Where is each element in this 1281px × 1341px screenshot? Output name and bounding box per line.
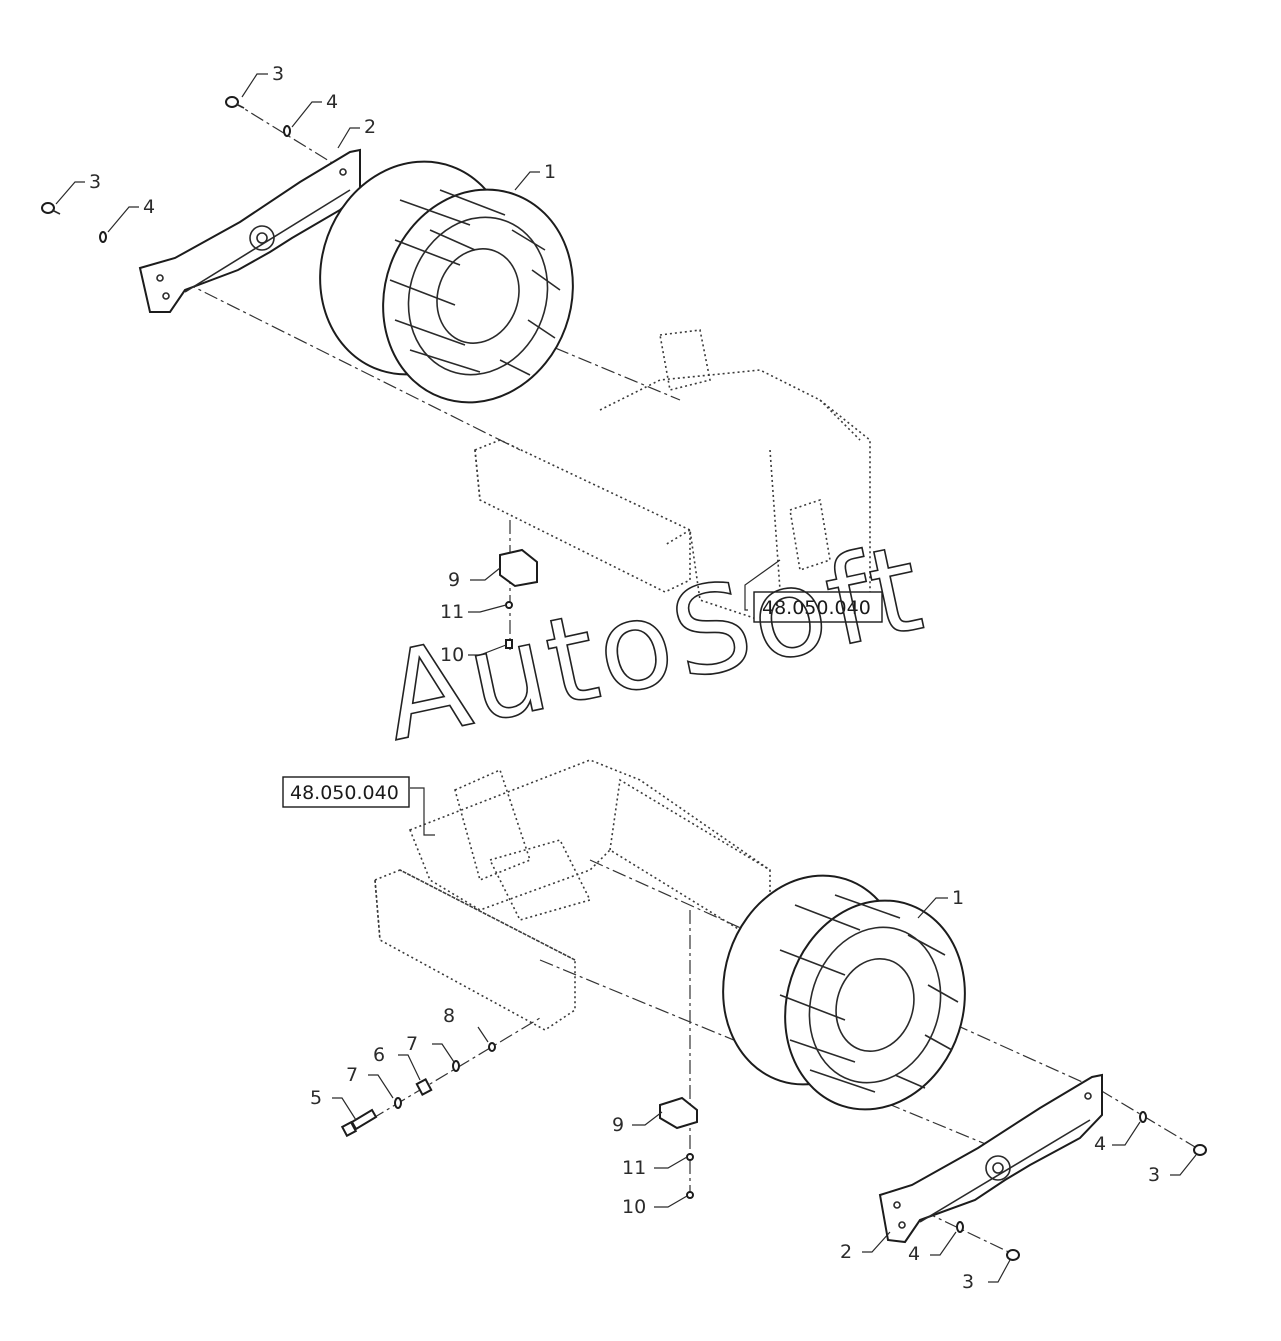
callout-bottom-10: 10 <box>622 1196 646 1218</box>
callout-bottom-3-lower: 3 <box>962 1271 974 1293</box>
top-washer-lower <box>99 231 107 243</box>
bottom-part-11 <box>686 1153 694 1161</box>
bottom-nut-8 <box>488 1042 496 1052</box>
top-washer-upper <box>283 125 291 137</box>
top-bolt-lower <box>41 202 61 215</box>
reference-label-bottom: 48.050.040 <box>290 782 399 804</box>
callout-bottom-8: 8 <box>443 1005 455 1027</box>
watermark-text: AutoSoft <box>372 519 936 769</box>
bottom-washer-7a <box>394 1097 402 1109</box>
bottom-part-10 <box>686 1191 694 1199</box>
bottom-washer-4b <box>956 1221 964 1233</box>
top-chassis-ghost <box>474 329 871 621</box>
callout-top-4-lower: 4 <box>143 196 155 218</box>
callout-bottom-4-right: 4 <box>1094 1133 1106 1155</box>
callout-bottom-3-right: 3 <box>1148 1164 1160 1186</box>
reference-box-top[interactable]: 48.050.040 <box>753 591 883 623</box>
bottom-axis-line <box>539 959 1001 1151</box>
top-assembly <box>41 96 871 650</box>
bottom-bolt-axis <box>349 1017 541 1133</box>
callout-bottom-5: 5 <box>310 1087 322 1109</box>
bottom-hardware-axis-upper <box>1099 1089 1201 1151</box>
callout-top-1: 1 <box>544 161 556 183</box>
reference-label-top: 48.050.040 <box>762 597 871 619</box>
bottom-bolt-3a <box>1193 1144 1207 1156</box>
callout-bottom-7-left: 7 <box>346 1064 358 1086</box>
callout-bottom-4-lower: 4 <box>908 1243 920 1265</box>
top-wheel <box>319 160 574 404</box>
top-part-10 <box>505 639 513 649</box>
callout-top-3-lower: 3 <box>89 171 101 193</box>
callout-bottom-6: 6 <box>373 1044 385 1066</box>
callout-bottom-11: 11 <box>622 1157 646 1179</box>
callout-bottom-7-right: 7 <box>406 1033 418 1055</box>
bottom-washer-7b <box>452 1060 460 1072</box>
bottom-assembly <box>340 759 1207 1261</box>
bottom-chassis-ghost <box>374 759 771 1031</box>
bottom-washer-4a <box>1139 1111 1147 1123</box>
callout-labels: 3 4 2 3 4 1 9 11 10 1 8 7 6 7 5 9 11 10 … <box>89 63 1160 1293</box>
top-bolt-upper <box>225 96 245 109</box>
callout-top-11: 11 <box>440 601 464 623</box>
bottom-sensor-9 <box>659 1096 698 1130</box>
callout-top-3-upper: 3 <box>272 63 284 85</box>
leader-lines <box>55 73 1197 1283</box>
callout-bottom-9: 9 <box>612 1114 624 1136</box>
callout-top-10: 10 <box>440 644 464 666</box>
top-sensor-9 <box>499 548 538 588</box>
bottom-wheel <box>722 874 966 1111</box>
callout-top-4-upper: 4 <box>326 91 338 113</box>
bottom-bolt-5 <box>340 1108 378 1138</box>
callout-bottom-1: 1 <box>952 887 964 909</box>
callout-top-9: 9 <box>448 569 460 591</box>
bottom-bolt-3b <box>1006 1249 1020 1261</box>
callout-bottom-2: 2 <box>840 1241 852 1263</box>
callout-top-2: 2 <box>364 116 376 138</box>
bottom-spacer-6 <box>415 1078 433 1096</box>
reference-box-bottom[interactable]: 48.050.040 <box>282 776 410 808</box>
bottom-bracket <box>878 1073 1103 1244</box>
top-axis-line-lower <box>159 269 521 451</box>
